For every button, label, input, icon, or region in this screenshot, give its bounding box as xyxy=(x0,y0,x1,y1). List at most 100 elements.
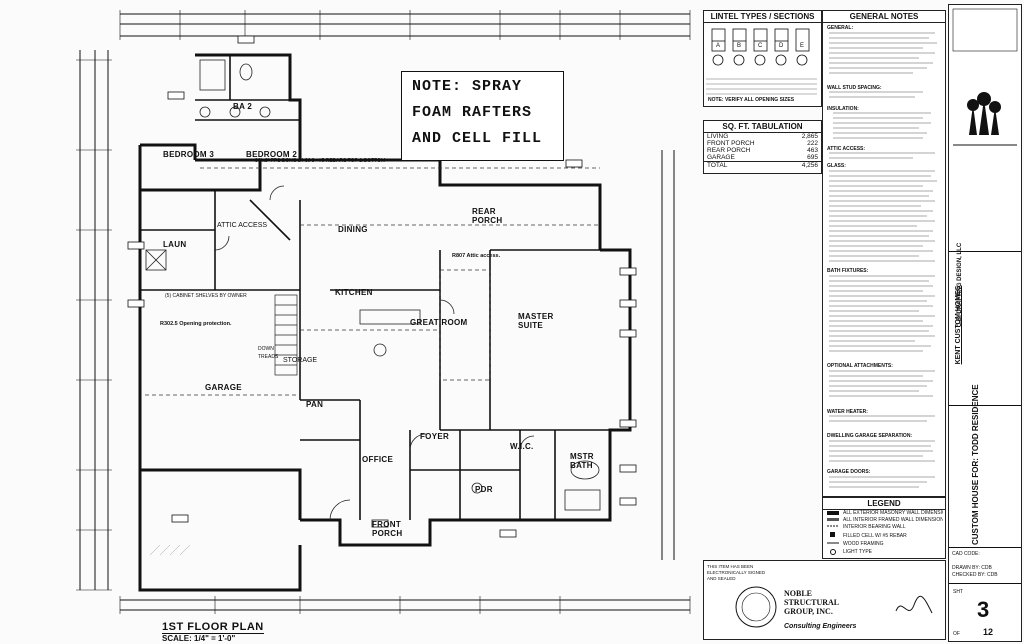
gn-heading: GENERAL: xyxy=(827,25,854,31)
room-bedroom3: BEDROOM 3 xyxy=(163,150,215,159)
legend-item: WOOD FRAMING xyxy=(843,541,884,547)
room-wic: W.I.C. xyxy=(510,442,534,451)
room-dining: DINING xyxy=(338,225,368,234)
room-office: OFFICE xyxy=(362,455,394,464)
stairs-note: DOWN TREADS xyxy=(258,346,279,360)
tab-label: LIVING xyxy=(707,133,729,140)
attic-access-note: R807 Attic access. xyxy=(452,253,501,259)
lintel-e: E xyxy=(800,43,805,49)
beam-note: 36"x8" FPS BONG 24 8J 3 - #5 REBARS TOP … xyxy=(255,158,386,164)
sqft-tabulation-panel: SQ. FT. TABULATION LIVING 2,865 FRONT POR… xyxy=(703,120,822,174)
tabulation-title: SQ. FT. TABULATION xyxy=(704,121,821,133)
room-laun: LAUN xyxy=(163,240,187,249)
spray-foam-note-box: NOTE: SPRAY FOAM RAFTERS AND CELL FILL xyxy=(401,71,564,161)
legend-item: ALL EXTERIOR MASONRY WALL DIMENSIONS ARE… xyxy=(843,510,943,516)
engineer-name-2: STRUCTURAL xyxy=(784,598,840,607)
gn-heading: ATTIC ACCESS: xyxy=(827,146,866,152)
general-notes-title: GENERAL NOTES xyxy=(823,11,945,23)
room-foyer: FOYER xyxy=(420,432,450,441)
tabulation-table: LIVING 2,865 FRONT PORCH 222 REAR PORCH 463… xyxy=(704,133,821,169)
engineer-seal xyxy=(735,586,777,628)
table-row: FRONT PORCH 222 xyxy=(704,140,821,147)
sheet-label: SHT xyxy=(953,589,963,595)
tab-label: GARAGE xyxy=(707,154,735,161)
table-row: TOTAL 4,256 xyxy=(704,161,821,169)
tab-label: REAR PORCH xyxy=(707,147,751,154)
room-ba2: BA 2 xyxy=(233,102,253,111)
gn-heading: WATER HEATER: xyxy=(827,409,868,415)
legend-symbols xyxy=(827,511,839,555)
legend-panel: LEGEND ALL EXTERIOR MASONRY WALL DIMENSI… xyxy=(822,497,946,559)
general-notes-panel: GENERAL NOTES GENERAL: WALL STUD SPACING… xyxy=(822,10,946,497)
engineer-name-3: GROUP, INC. xyxy=(784,607,833,616)
room-rear-porch: REAR PORCH xyxy=(472,207,503,225)
checked-by: CHECKED BY: CDB xyxy=(952,572,998,578)
lintel-note: NOTE: VERIFY ALL OPENING SIZES xyxy=(708,97,795,103)
gn-heading: BATH FIXTURES: xyxy=(827,268,869,274)
gn-heading: GARAGE DOORS: xyxy=(827,469,871,475)
title-block: C.B. DRAFTING DESIGN, LLC KENT CUSTOM HO… xyxy=(948,4,1022,642)
engineer-certification: THIS ITEM HAS BEEN ELECTRONICALLY SIGNED… xyxy=(707,564,766,581)
lintel-sections-drawing xyxy=(711,28,810,66)
room-front-porch: FRONT PORCH xyxy=(372,520,403,538)
tab-label: FRONT PORCH xyxy=(707,140,755,147)
tab-value: 695 xyxy=(807,154,818,161)
of-label: OF xyxy=(953,631,960,637)
engineer-block: THIS ITEM HAS BEEN ELECTRONICALLY SIGNED… xyxy=(703,560,946,640)
plan-scale: SCALE: 1/4" = 1'-0" xyxy=(162,634,236,643)
room-bedroom2: BEDROOM 2 xyxy=(246,150,298,159)
gn-heading: OPTIONAL ATTACHMENTS: xyxy=(827,363,893,369)
legend-item: ALL INTERIOR FRAMED WALL DIMENSIONS ARE … xyxy=(843,517,943,523)
note-line-2: FOAM RAFTERS xyxy=(412,104,533,121)
tab-value: 4,256 xyxy=(801,162,818,169)
engineer-name-1: NOBLE xyxy=(784,589,813,598)
lintel-types-panel: LINTEL TYPES / SECTIONS A B C D E xyxy=(703,10,822,107)
plan-title: 1ST FLOOR PLAN xyxy=(162,621,264,634)
legend-item: LIGHT TYPE xyxy=(843,549,872,555)
gn-heading: WALL STUD SPACING: xyxy=(827,85,882,91)
general-notes-text-lines xyxy=(829,32,937,488)
legend-item: FILLED CELL W/ #5 REBAR xyxy=(843,533,907,539)
sheet-number: 3 xyxy=(977,597,990,622)
lintel-title: LINTEL TYPES / SECTIONS xyxy=(704,11,821,23)
lintel-b: B xyxy=(737,43,742,49)
lintel-c: C xyxy=(758,43,763,49)
project-name: CUSTOM HOUSE FOR: TODD RESIDENCE xyxy=(971,384,980,545)
engineer-signature xyxy=(895,595,933,614)
lintel-a: A xyxy=(716,43,721,49)
tab-value: 2,865 xyxy=(801,133,818,140)
room-garage: GARAGE xyxy=(205,383,242,392)
floor-plan-drawing xyxy=(76,10,691,614)
room-mstr-bath: MSTR BATH xyxy=(570,452,594,470)
drawn-by: DRAWN BY: CDB xyxy=(952,565,992,571)
table-row: REAR PORCH 463 xyxy=(704,147,821,154)
room-pdr: PDR xyxy=(475,485,493,494)
total-sheets: 12 xyxy=(983,627,994,637)
note-line-1: NOTE: SPRAY xyxy=(412,78,523,95)
label-storage: STORAGE xyxy=(283,357,318,364)
garage-opening-note: R302.5 Opening protection. xyxy=(160,321,232,327)
tab-value: 222 xyxy=(807,140,818,147)
lintel-table-lines xyxy=(706,78,817,95)
legend-item: INTERIOR BEARING WALL xyxy=(843,524,906,530)
label-attic-access: ATTIC ACCESS xyxy=(217,222,268,229)
lintel-d: D xyxy=(779,43,784,49)
cad-code-label: CAD CODE: xyxy=(952,551,980,557)
table-row: GARAGE 695 xyxy=(704,154,821,162)
table-row: LIVING 2,865 xyxy=(704,133,821,140)
pantry-shelves-note: (5) CABINET SHELVES BY OWNER xyxy=(165,293,247,299)
company-logo xyxy=(952,8,1018,146)
room-kitchen: KITCHEN xyxy=(335,288,373,297)
tab-label: TOTAL xyxy=(707,162,728,169)
room-pantry: PAN xyxy=(306,400,324,409)
engineer-subtitle: Consulting Engineers xyxy=(784,623,857,630)
room-master-suite: MASTER SUITE xyxy=(518,312,554,330)
tab-value: 463 xyxy=(807,147,818,154)
legend-title: LEGEND xyxy=(823,498,945,510)
builder-name: KENT CUSTOM HOMES xyxy=(955,285,962,365)
gn-heading: INSULATION: xyxy=(827,106,859,112)
room-great-room: GREAT ROOM xyxy=(410,318,468,327)
gn-heading: DWELLING GARAGE SEPARATION: xyxy=(827,433,913,439)
note-line-3: AND CELL FILL xyxy=(412,130,543,147)
